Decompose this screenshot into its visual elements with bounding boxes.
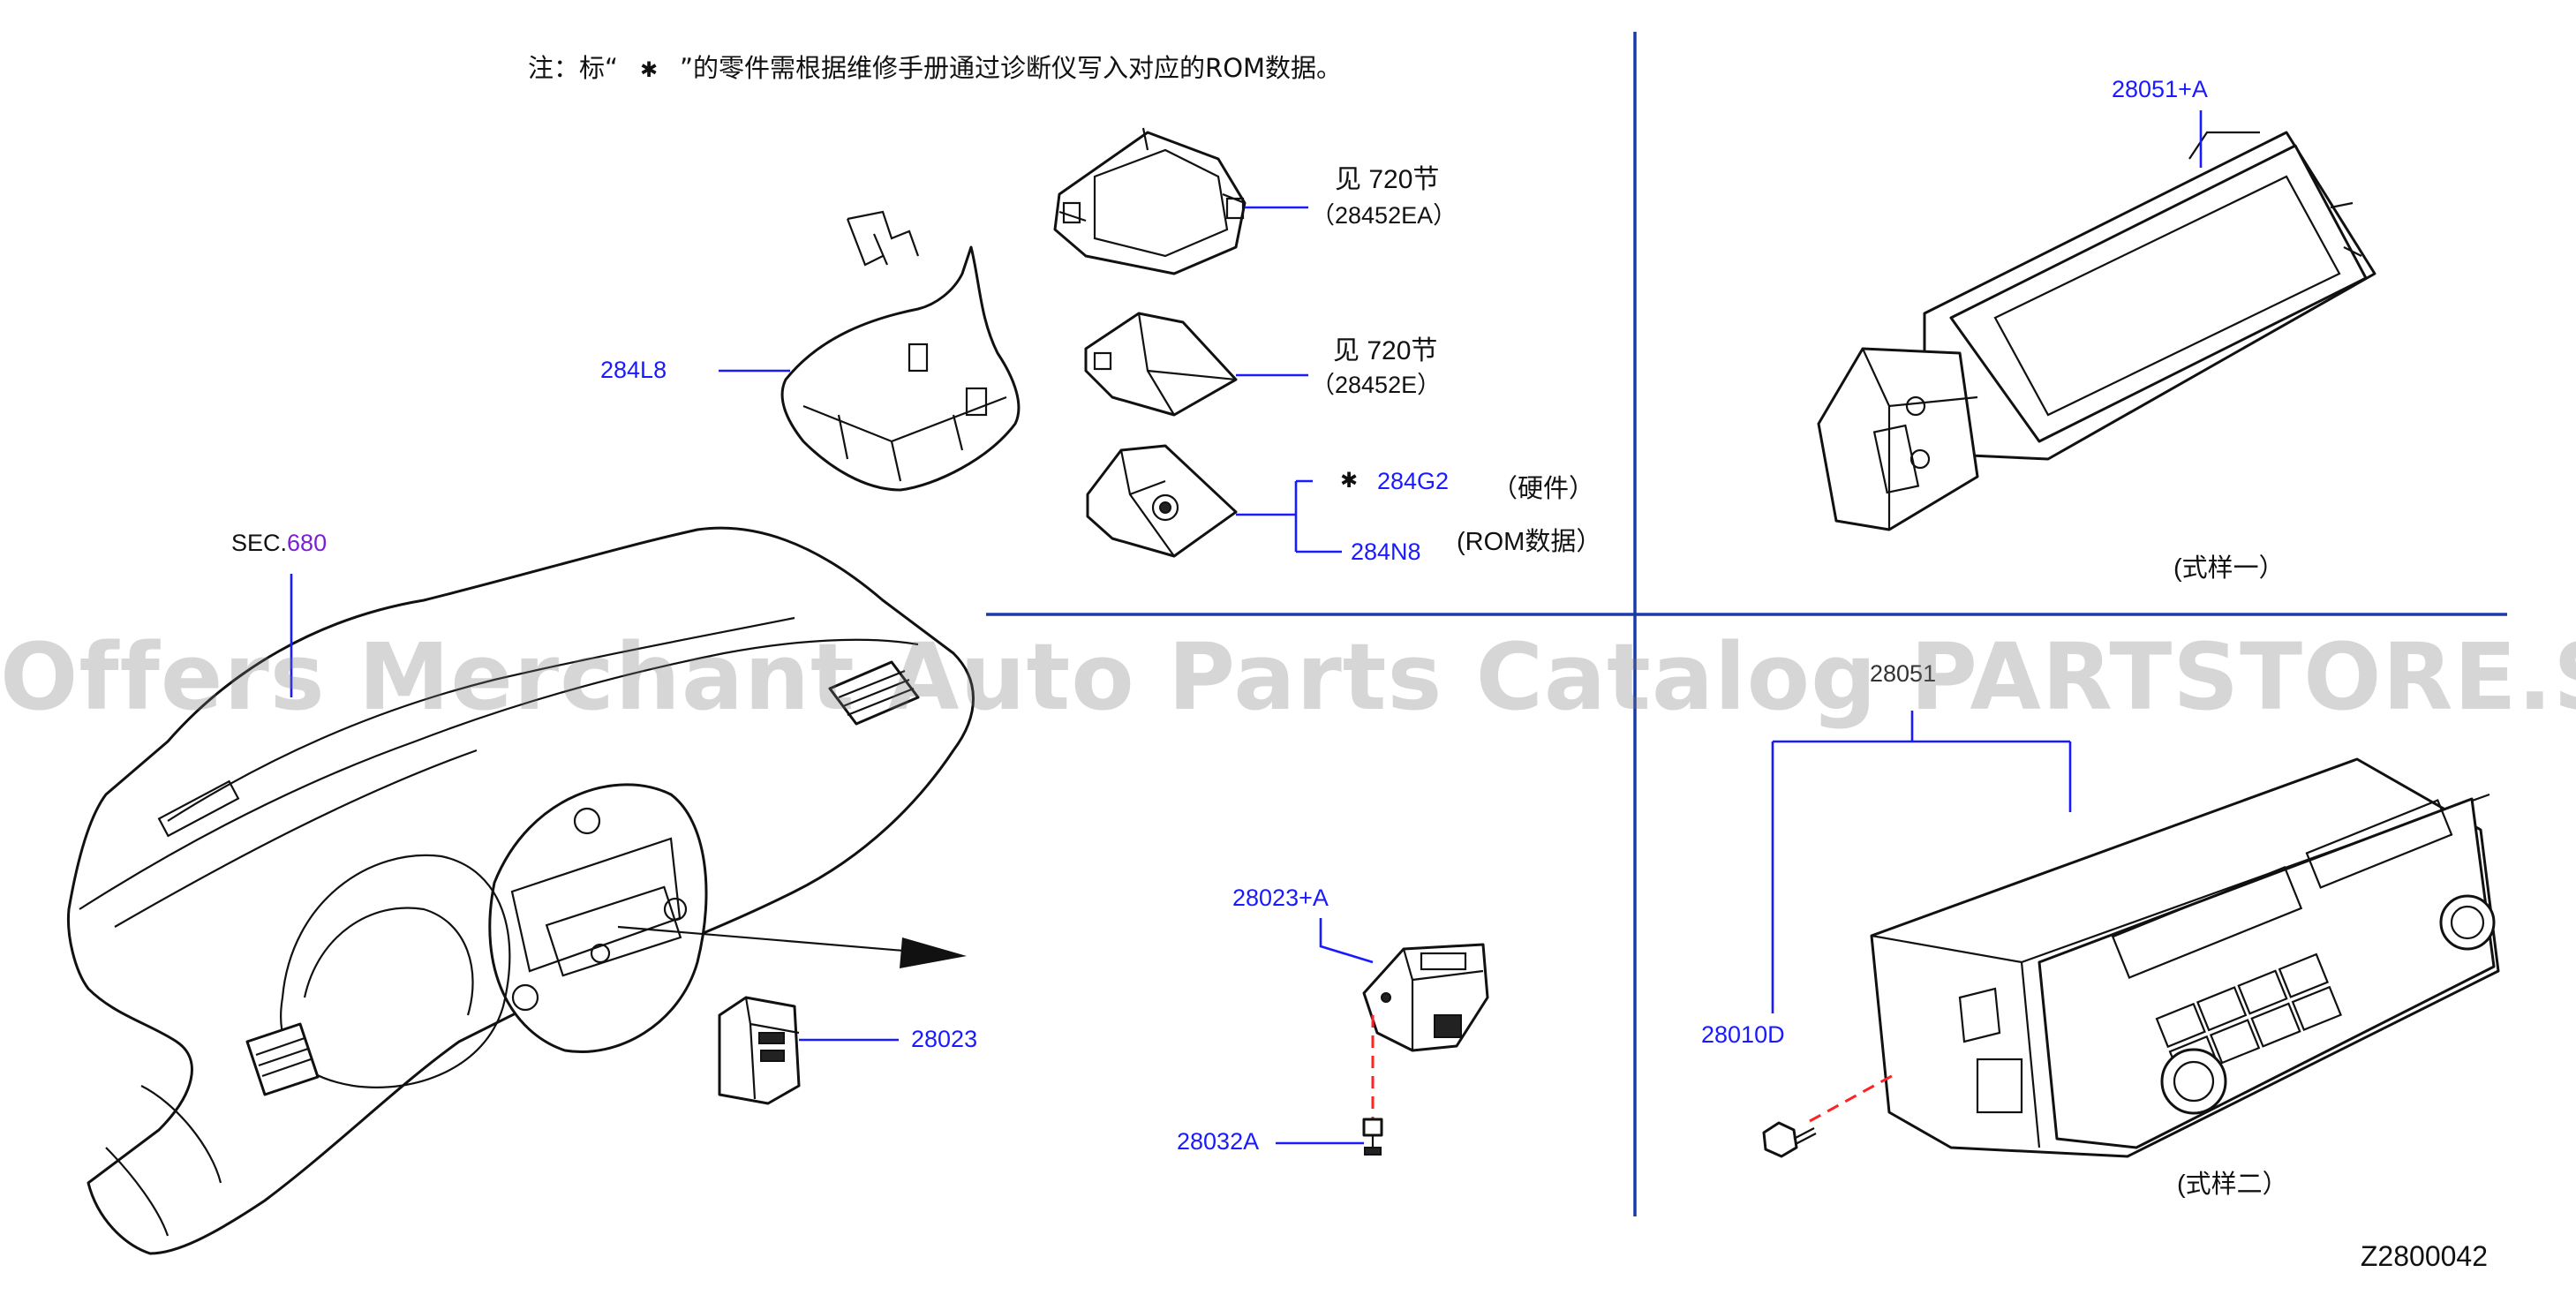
label-28032A[interactable]: 28032A [1177,1128,1260,1155]
rom-data-note: (ROM数据） [1457,528,1602,556]
switch-28023 [718,996,801,1105]
label-284G2[interactable]: 284G2 [1377,468,1450,494]
see-section-2-part: （28452E） [1311,372,1442,398]
rom-note: 注：标“ ✱ ”的零件需根据维修手册通过诊断仪写入对应的ROM数据。 [528,48,1342,85]
sec-reference[interactable]: SEC.680 [231,530,327,557]
label-28051A[interactable]: 28051+A [2112,76,2208,102]
sec-number[interactable]: 680 [287,530,328,556]
frame-28452EA [1053,127,1247,275]
sec-prefix: SEC. [231,530,288,556]
watermark: Offers Merchant Auto Parts Catalog PARTS… [0,623,2576,731]
diagram-code: Z2800042 [2360,1240,2488,1272]
style-one-label: (式样一） [2173,554,2285,583]
bracket-284L8 [780,210,1021,492]
label-28051[interactable]: 28051 [1870,660,1937,687]
label-284L8[interactable]: 284L8 [600,357,667,383]
see-section-1: 见 720节 [1335,165,1440,194]
dashboard-illustration [66,526,975,1255]
label-28023A[interactable]: 28023+A [1232,885,1329,911]
arrow-head [900,937,967,968]
rom-mark-icon: ✱ [639,57,659,82]
button-grid [2155,952,2342,1081]
screw-28032A [1362,1118,1383,1156]
label-28010D[interactable]: 28010D [1701,1021,1785,1048]
see-section-1-part: （28452EA） [1311,202,1457,229]
audio-unit-28051 [1870,757,2500,1158]
arrow-shaft [617,925,937,955]
leader-28051 [1771,711,2072,1013]
bolt-path [1809,1071,1899,1123]
label-28023[interactable]: 28023 [911,1026,978,1052]
leader-28023A [1319,918,1374,964]
bolt-28010D [1762,1121,1817,1158]
label-284N8[interactable]: 284N8 [1351,538,1421,565]
cover-28452E [1084,312,1238,417]
note-suffix: ”的零件需根据维修手册通过诊断仪写入对应的ROM数据。 [680,53,1343,83]
leader-284G2-284N8 [1236,479,1342,553]
camera-284G2 [1086,444,1238,558]
see-section-2: 见 720节 [1333,336,1438,365]
nav-unit-28051A [1817,131,2376,531]
hardware-note: （硬件） [1492,475,1595,503]
note-prefix: 注：标“ [528,53,619,83]
rom-mark-icon-284G2: ✱ [1340,469,1359,493]
style-two-label: (式样二） [2177,1171,2288,1199]
module-28023A [1362,943,1489,1052]
